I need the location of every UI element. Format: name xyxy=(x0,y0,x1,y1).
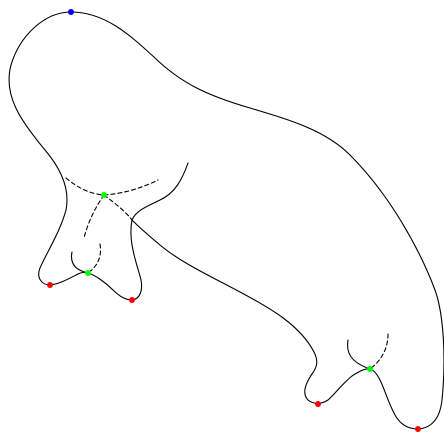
back-outline xyxy=(70,11,444,430)
chest-junction-point xyxy=(101,192,107,198)
body-outline xyxy=(8,11,189,301)
back-left-foot-point xyxy=(315,401,321,407)
top-point xyxy=(68,9,74,15)
chest-dashed-line-diag xyxy=(103,194,133,221)
front-inner-leg-line xyxy=(70,251,89,274)
chest-dashed-line-down xyxy=(83,194,105,239)
chest-dashed-line-right xyxy=(103,179,159,196)
front-right-foot-point xyxy=(129,297,135,303)
back-legs-junction-point xyxy=(367,366,373,372)
front-legs-junction-point xyxy=(85,270,91,276)
back-legs-dashed-line xyxy=(369,333,389,370)
back-inner-leg-line xyxy=(347,339,371,370)
chest-dashed-line-left xyxy=(65,177,105,196)
front-left-foot-point xyxy=(47,282,53,288)
front-legs-dashed-line xyxy=(87,243,102,274)
back-right-foot-point xyxy=(415,426,421,432)
